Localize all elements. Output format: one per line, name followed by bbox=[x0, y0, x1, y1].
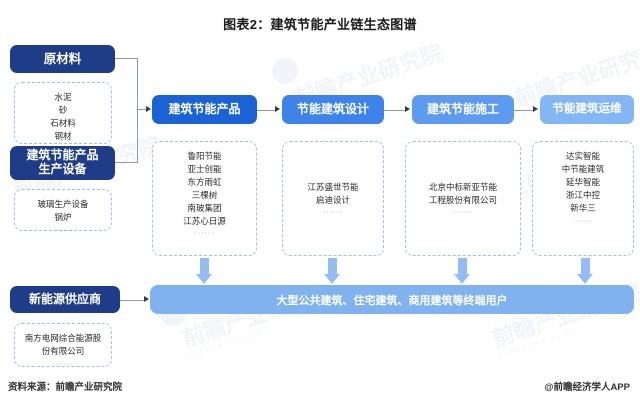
node-production-equipment[interactable]: 建筑节能产品 生产设备 bbox=[10, 146, 115, 180]
connector-line bbox=[384, 109, 406, 111]
connector-line bbox=[137, 109, 138, 163]
node-chain-2[interactable]: 建筑节能施工 bbox=[412, 95, 514, 124]
node-new-energy-supplier[interactable]: 新能源供应商 bbox=[10, 286, 120, 313]
list-chain-0: 鲁阳节能 亚士创能 东方雨虹 三棵树 南玻集团 江苏心日源 ······ bbox=[152, 141, 257, 256]
list-raw-materials: 水泥 砂 石材料 钢材 ······ bbox=[14, 82, 112, 153]
connector-line bbox=[115, 162, 138, 163]
node-end-users[interactable]: 大型公共建筑、住宅建筑、商用建筑等终端用户 bbox=[150, 285, 634, 314]
connector-line bbox=[137, 109, 147, 110]
source-note: 资料来源：前瞻产业研究院 bbox=[8, 382, 123, 393]
connector-line bbox=[514, 109, 534, 111]
node-raw-materials[interactable]: 原材料 bbox=[10, 45, 115, 73]
connector-line bbox=[120, 299, 145, 301]
node-chain-1[interactable]: 节能建筑设计 bbox=[282, 95, 384, 124]
list-chain-3: 达实智能 中节能建筑 延华智能 浙江中控 新华三 ······ bbox=[532, 141, 634, 256]
connector-line bbox=[137, 58, 138, 109]
node-chain-0[interactable]: 建筑节能产品 bbox=[152, 95, 257, 124]
connector-line bbox=[115, 58, 138, 59]
node-chain-3[interactable]: 节能建筑运维 bbox=[540, 95, 634, 124]
list-chain-2: 北京中标新亚节能 工程股份有限公司 ······ bbox=[405, 141, 521, 256]
arrow-head-icon bbox=[533, 106, 538, 112]
arrow-head-icon bbox=[405, 106, 410, 112]
list-production-equipment: 玻璃生产设备 锅炉 ······ bbox=[14, 189, 112, 234]
arrow-head-icon bbox=[275, 106, 280, 112]
connector-line bbox=[257, 109, 276, 111]
list-chain-1: 江苏盛世节能 启迪设计 ······ bbox=[282, 141, 384, 256]
arrow-head-icon bbox=[144, 296, 149, 302]
watermark-circle bbox=[272, 58, 298, 84]
arrow-head-icon bbox=[146, 105, 151, 112]
list-new-energy-supplier: 南方电网综合能源股 份有限公司 ······ bbox=[14, 323, 112, 368]
chart-title: 图表2：建筑节能产业链生态图谱 bbox=[223, 17, 417, 32]
brand-credit: @前瞻经济学人APP bbox=[544, 382, 630, 393]
